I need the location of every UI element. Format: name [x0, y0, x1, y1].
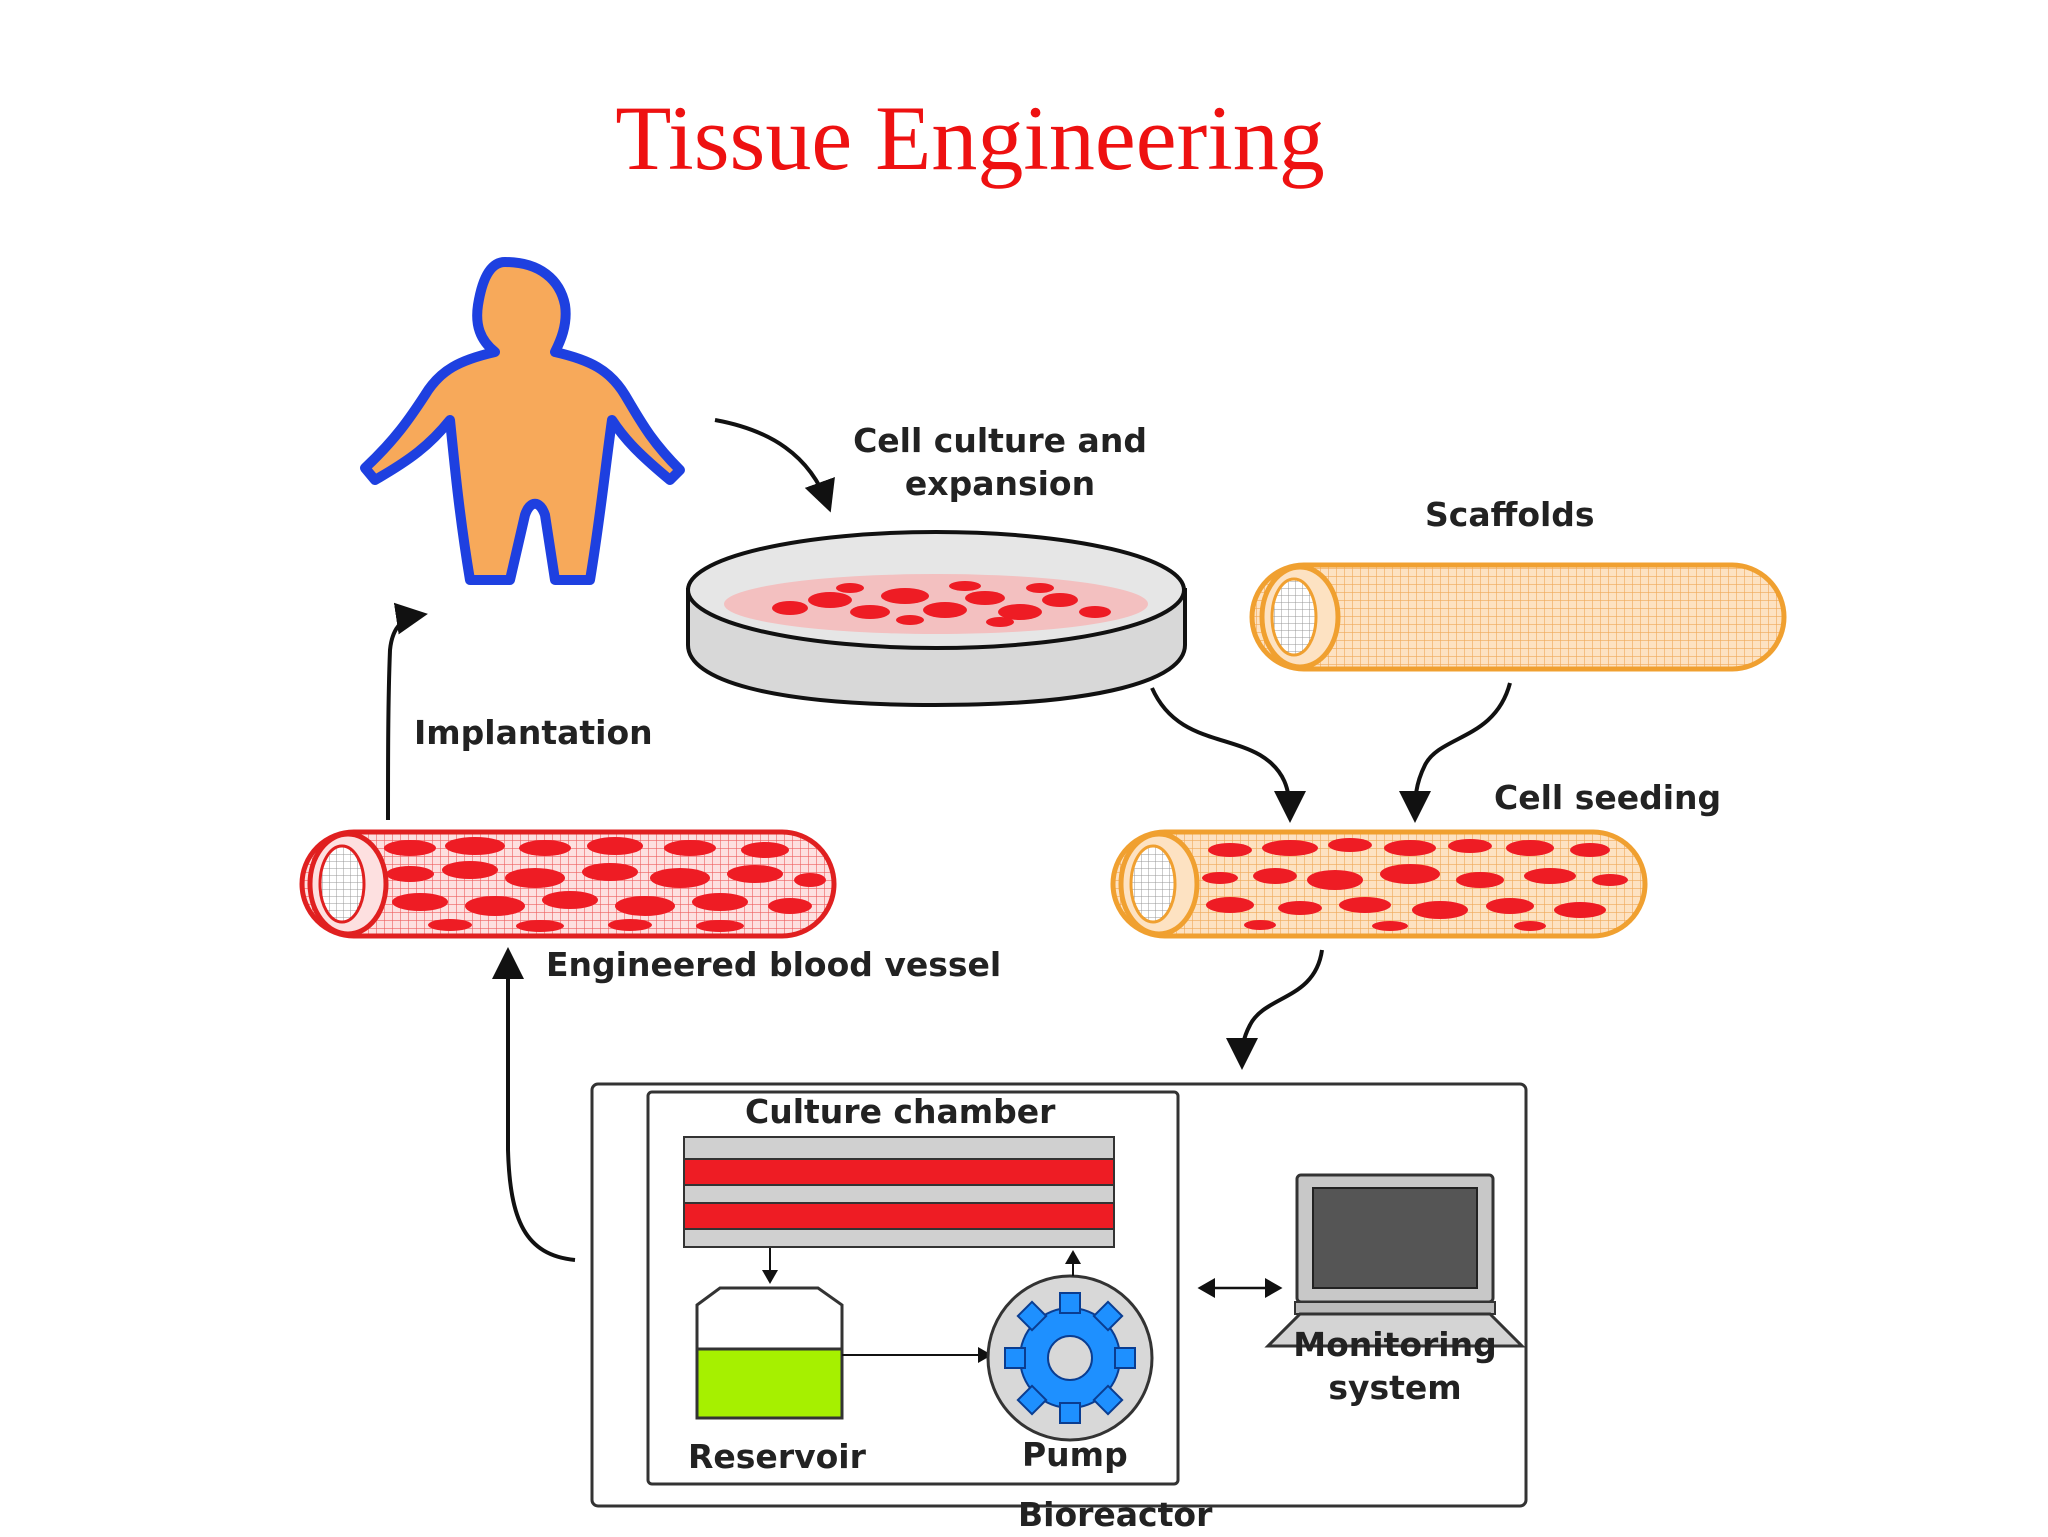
- arrow-scaffold-to-seeding: [1399, 682, 1512, 823]
- engineered-vessel-label: Engineered blood vessel: [546, 945, 1002, 984]
- scaffolds-label: Scaffolds: [1425, 495, 1595, 534]
- culture-chamber-icon: [683, 1136, 1115, 1248]
- human-silhouette-icon: [360, 257, 685, 585]
- petri-dish-icon: [686, 530, 1187, 708]
- seeded-scaffold-tube: [1110, 829, 1648, 939]
- scaffold-tube-icon: [1249, 562, 1787, 672]
- bioreactor-label: Bioreactor: [1018, 1495, 1213, 1534]
- pump-label: Pump: [1022, 1435, 1128, 1474]
- monitoring-system-label: Monitoring system: [1293, 1325, 1497, 1407]
- arrow-implantation: [386, 602, 428, 821]
- arrow-to-bioreactor: [1226, 949, 1324, 1070]
- cell-culture-label: Cell culture and expansion: [853, 421, 1147, 503]
- implantation-label: Implantation: [414, 713, 653, 752]
- gear-pump-icon: [986, 1274, 1154, 1442]
- reservoir-label: Reservoir: [688, 1437, 866, 1476]
- culture-box: [646, 1090, 1180, 1486]
- arrow-to-culture: [714, 418, 835, 513]
- cell-seeding-label: Cell seeding: [1494, 778, 1722, 817]
- engineered-blood-vessel-icon: [299, 829, 837, 939]
- slide-title: Tissue Engineering: [615, 87, 1325, 189]
- arrow-bioreactor-to-vessel: [492, 947, 576, 1262]
- computer-monitor-icon: [1264, 1173, 1526, 1348]
- reservoir-icon: [695, 1286, 844, 1420]
- bioreactor-box: [590, 1082, 1528, 1508]
- culture-chamber-label: Culture chamber: [745, 1092, 1056, 1131]
- arrow-dish-to-seeding: [1150, 687, 1306, 823]
